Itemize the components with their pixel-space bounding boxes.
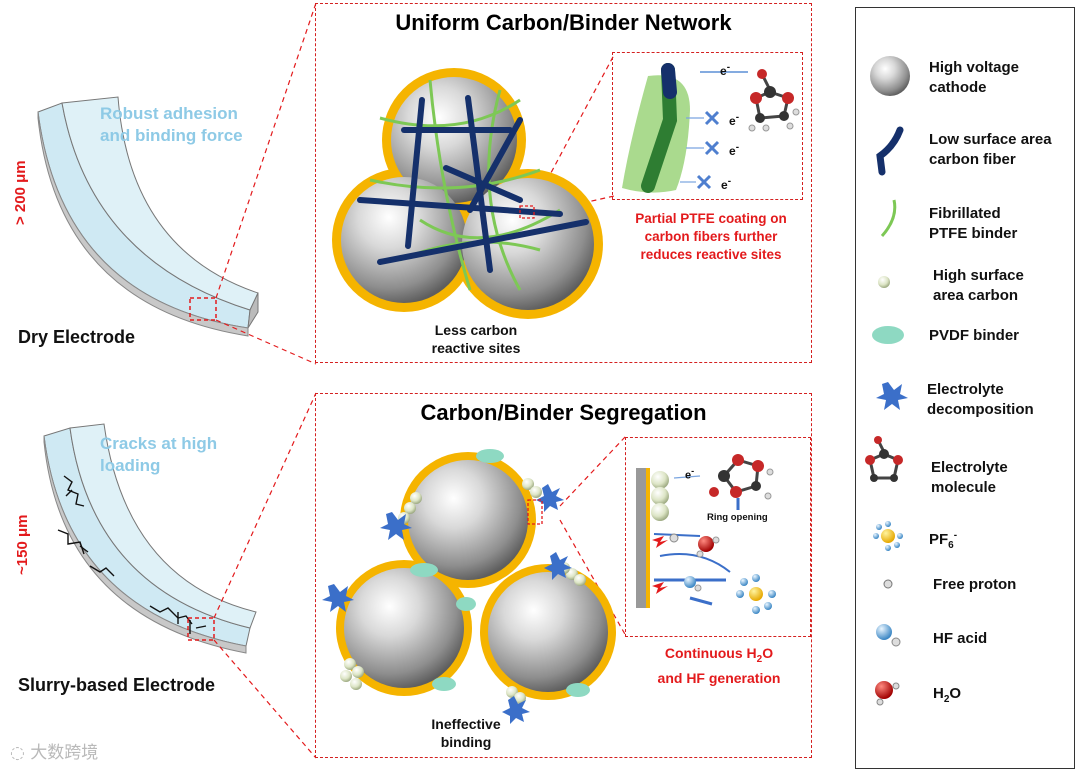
slurry-electrode-strip	[43, 423, 257, 654]
ptfe-coating-note: Partial PTFE coating on carbon fibers fu…	[606, 210, 816, 264]
bottom-panel: Carbon/Binder Segregation Ineffective bi…	[315, 393, 812, 758]
electron-label-1: e-	[720, 62, 731, 78]
watermark-text: 大数跨境	[30, 743, 99, 763]
legend-item-free-proton: Free proton	[933, 576, 1017, 593]
ineffective-binding-label: Ineffective binding	[406, 715, 526, 751]
generation-line-1: Continuous H2O	[664, 645, 774, 665]
slurry-cracks-line-2: loading	[100, 456, 161, 475]
legend-item-hf-acid: HF acid	[933, 630, 988, 647]
dry-thickness-label: > 200 μm	[12, 160, 29, 225]
less-carbon-sites-label: Less carbon reactive sites	[396, 321, 556, 357]
electrolyte-decomposition-icon	[876, 382, 908, 410]
slurry-electrode-label: Slurry-based Electrode	[18, 675, 216, 695]
pvdf-binder-icon	[872, 326, 904, 344]
slurry-thickness-label: ~150 μm	[14, 514, 31, 575]
bottom-panel-title: Carbon/Binder Segregation	[420, 400, 707, 425]
less-sites-line-2: reactive sites	[431, 340, 521, 356]
generation-line-2: and HF generation	[657, 669, 781, 686]
pvdf-patches	[410, 449, 590, 697]
legend-item-pf6: PF6-	[929, 530, 958, 551]
slurry-cracks-line-1: Cracks at high	[100, 434, 218, 453]
top-panel-title: Uniform Carbon/Binder Network	[395, 10, 732, 35]
free-proton-icon	[883, 579, 893, 589]
top-zoom-fiber	[622, 63, 748, 193]
top-zoom-box	[612, 52, 803, 200]
electron-arrows	[680, 117, 704, 183]
high-surface-carbon-icon	[878, 276, 890, 288]
pf6-icon	[873, 521, 903, 551]
high-voltage-cathode-icon	[870, 56, 910, 96]
dry-electrode-strip	[37, 96, 259, 337]
electron-label-2: e-	[729, 112, 740, 128]
slurry-cracks-note: Cracks at high loading	[100, 433, 217, 477]
legend-icons	[865, 56, 910, 706]
dry-electrode-label: Dry Electrode	[18, 327, 136, 347]
top-cathode-cluster	[332, 68, 603, 319]
h2o-icon	[875, 681, 900, 706]
bottom-cathode-cluster	[322, 449, 616, 724]
ptfe-binder-icon	[880, 199, 897, 237]
hf-acid-icon	[876, 624, 901, 647]
dry-adhesion-note: Robust adhesion and binding force	[100, 103, 243, 147]
top-panel: Uniform Carbon/Binder Network Less carbo…	[315, 3, 812, 363]
watermark: ◌ 大数跨境	[10, 738, 98, 763]
watermark-logo-icon: ◌	[10, 743, 25, 763]
high-surface-carbon-clusters	[340, 478, 586, 704]
ineffective-line-2: binding	[440, 734, 492, 750]
h2o-hf-generation-note: Continuous H2O and HF generation	[634, 644, 804, 688]
dry-adhesion-line-2: and binding force	[100, 126, 243, 145]
electrolyte-molecule-icon	[865, 436, 903, 482]
crack-lines	[57, 475, 207, 634]
top-electrolyte-molecule	[748, 69, 800, 132]
legend-item-h2o: H2O	[933, 685, 962, 705]
decomposition-stars	[322, 484, 572, 724]
electron-label-4: e-	[721, 176, 732, 192]
ptfe-note-line-3: reduces reactive sites	[640, 247, 782, 262]
bottom-zoom-box	[625, 437, 811, 637]
ineffective-line-1: Ineffective	[431, 716, 501, 732]
carbon-fiber-icon	[876, 126, 904, 176]
less-sites-line-1: Less carbon	[434, 322, 518, 338]
ptfe-note-line-1: Partial PTFE coating on	[635, 211, 787, 226]
electron-label-3: e-	[729, 142, 740, 158]
bottom-electron-label: e-	[685, 466, 695, 482]
ring-opening-label: Ring opening	[707, 512, 768, 523]
dry-adhesion-line-1: Robust adhesion	[100, 104, 238, 123]
bottom-zoom-reactions	[636, 454, 776, 614]
ptfe-note-line-2: carbon fibers further	[644, 229, 778, 244]
carbon-fibers	[357, 95, 589, 273]
legend-item-pvdf: PVDF binder	[929, 327, 1020, 344]
blocked-electron-marks	[696, 110, 720, 190]
